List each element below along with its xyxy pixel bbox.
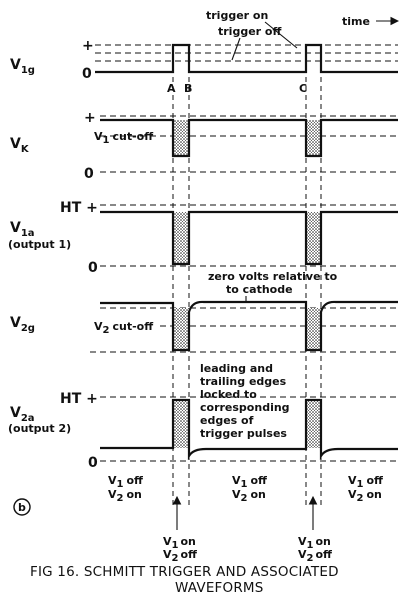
- vk-pulse-fill-2: [306, 120, 321, 156]
- v1a-pulse-fill-2: [306, 212, 321, 264]
- marker-c: C: [299, 82, 307, 95]
- v2g-waveform: [100, 300, 398, 352]
- marker-b: B: [184, 82, 192, 95]
- v2g-label: V2g: [10, 315, 35, 334]
- trigger-off-leader: [231, 37, 241, 61]
- v1a-label: V1a: [10, 220, 35, 239]
- v1g-trace-group: V1g + 0 trigger on trigger off time A B …: [10, 9, 400, 95]
- zero-volts-label-1: zero volts relative to: [208, 270, 338, 283]
- v1a-pulse-fill-1: [173, 212, 189, 264]
- v2a-pulse-fill-1: [173, 400, 189, 448]
- panel-label: b: [18, 501, 26, 514]
- v2a-trace-group: leading and trailing edges locked to cor…: [8, 362, 398, 471]
- v1g-label: V1g: [10, 57, 35, 76]
- trigger-on-leader: [264, 21, 298, 49]
- panel-circle: [13, 498, 31, 516]
- vk-zero: 0: [84, 166, 94, 182]
- edges-label-4: corresponding: [200, 401, 290, 414]
- edges-label-6: trigger pulses: [200, 427, 287, 440]
- v1a-ht-plus: HT +: [60, 200, 98, 216]
- v2a-note: (output 2): [8, 422, 71, 435]
- v1g-plus: +: [82, 38, 94, 54]
- v2a-zero: 0: [88, 455, 98, 471]
- v2g-pulse-fill-2: [306, 308, 321, 350]
- figure-caption-line-2: WAVEFORMS: [175, 580, 264, 596]
- v2a-pulse-fill-2: [306, 400, 321, 448]
- v2g-pulse-fill-1: [173, 308, 189, 350]
- edges-label-3: locked to: [200, 388, 257, 401]
- figure-caption-line-1: FIG 16. SCHMITT TRIGGER AND ASSOCIATED: [30, 564, 339, 580]
- v2a-waveform: [100, 398, 398, 461]
- v2a-ht-plus: HT +: [60, 391, 98, 407]
- edges-label-5: edges of: [200, 414, 254, 427]
- v1a-trace-group: V1a (output 1) HT + 0: [8, 200, 398, 276]
- edges-label-2: trailing edges: [200, 375, 287, 388]
- v2g-trace-group: zero volts relative to to cathode V2g V2…: [10, 270, 398, 353]
- zero-volts-label-2: to cathode: [226, 283, 293, 296]
- v1g-waveform: [95, 43, 398, 74]
- vk-pulse-fill-1: [173, 120, 189, 156]
- v1a-zero: 0: [88, 260, 98, 276]
- marker-a: A: [167, 82, 176, 95]
- trigger-on-label: trigger on: [206, 9, 268, 22]
- vk-waveform: [100, 118, 398, 158]
- vk-plus: +: [84, 110, 96, 126]
- v2a-label: V2a: [10, 405, 35, 424]
- vk-label: VK: [10, 136, 30, 155]
- v1a-note: (output 1): [8, 238, 71, 251]
- trigger-off-label: trigger off: [218, 25, 281, 38]
- v1g-zero: 0: [82, 66, 92, 82]
- v1a-waveform: [100, 210, 398, 266]
- edges-label-1: leading and: [200, 362, 273, 375]
- time-label: time: [342, 15, 370, 28]
